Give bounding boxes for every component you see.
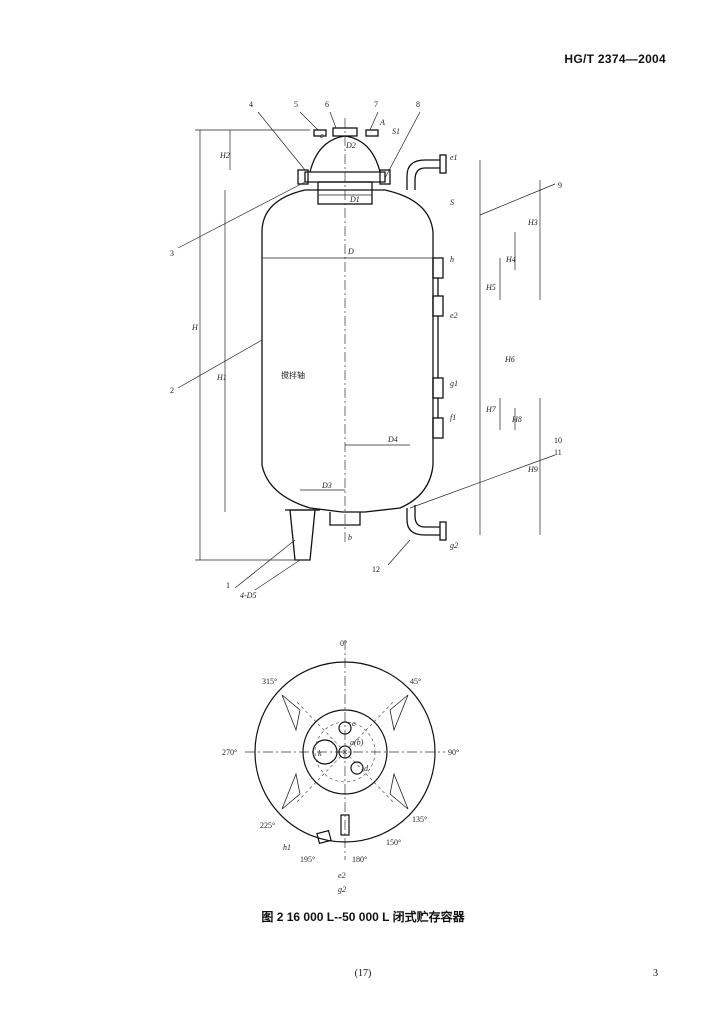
nozzle-c: c — [320, 131, 324, 140]
part-no-2: 2 — [170, 386, 174, 395]
angle-180: 180° — [352, 855, 367, 864]
part-no-6: 6 — [325, 100, 329, 109]
plan-label-h1: h1 — [283, 843, 291, 852]
part-no-7: 7 — [374, 100, 378, 109]
plan-label-g2: g2 — [338, 885, 346, 894]
part-no-9: 9 — [558, 181, 562, 190]
dim-H7: H7 — [485, 405, 497, 414]
angle-195: 195° — [300, 855, 315, 864]
angle-0: 0° — [340, 639, 347, 648]
part-no-5: 5 — [294, 100, 298, 109]
angle-90: 90° — [448, 748, 459, 757]
nozzle-g1: g1 — [450, 379, 458, 388]
dim-H: H — [191, 323, 199, 332]
part-no-1: 1 — [226, 581, 230, 590]
nozzle-h: h — [450, 255, 454, 264]
dim-D3: D3 — [321, 481, 332, 490]
vessel-shell — [261, 189, 434, 513]
dim-H8: H8 — [511, 415, 522, 424]
dim-4-D5: 4-D5 — [240, 591, 256, 600]
dim-H1: H1 — [216, 373, 227, 382]
standard-code: HG/T 2374—2004 — [564, 52, 666, 66]
part-no-3: 3 — [170, 249, 174, 258]
dim-D1: D1 — [349, 195, 360, 204]
nozzle-A: A — [379, 118, 385, 127]
plan-nozzle-ab: a(b) — [350, 738, 364, 747]
angle-150: 150° — [386, 838, 401, 847]
corner-page-number: 3 — [653, 968, 658, 979]
dim-D2: D2 — [345, 141, 356, 150]
dim-S: S — [450, 198, 454, 207]
dim-H3: H3 — [527, 218, 538, 227]
part-no-8: 8 — [416, 100, 420, 109]
angle-225: 225° — [260, 821, 275, 830]
dim-H4: H4 — [505, 255, 516, 264]
angle-270: 270° — [222, 748, 237, 757]
plan-nozzle-d: d — [364, 764, 369, 773]
plan-nozzle-k: k — [318, 749, 322, 758]
nozzle-g2: g2 — [450, 541, 458, 550]
angle-315: 315° — [262, 677, 277, 686]
part-no-12: 12 — [372, 565, 380, 574]
dim-H5: H5 — [485, 283, 496, 292]
plan-nozzle-c: c — [352, 719, 356, 728]
dim-b: b — [348, 533, 352, 542]
part-no-11: 11 — [554, 448, 562, 457]
plan-label-e2: e2 — [338, 871, 346, 880]
plan-outer-circle — [254, 661, 436, 843]
part-no-10: 10 — [554, 436, 562, 445]
nozzle-e2: e2 — [450, 311, 458, 320]
figure-caption: 图 2 16 000 L--50 000 L 闭式贮存容器 — [261, 910, 465, 924]
page-number: (17) — [354, 968, 372, 979]
dim-D4: D4 — [387, 435, 398, 444]
angle-45: 45° — [410, 677, 421, 686]
dim-H9: H9 — [527, 465, 538, 474]
dim-H6: H6 — [504, 355, 515, 364]
dim-H2: H2 — [219, 151, 230, 160]
angle-135: 135° — [412, 815, 427, 824]
part-no-4: 4 — [249, 100, 253, 109]
nozzle-f1: f1 — [450, 413, 456, 422]
dim-D: D — [347, 247, 354, 256]
nozzle-e1: e1 — [450, 153, 458, 162]
dim-S1: S1 — [392, 127, 400, 136]
agitator-shaft-label: 搅拌轴 — [281, 370, 305, 380]
